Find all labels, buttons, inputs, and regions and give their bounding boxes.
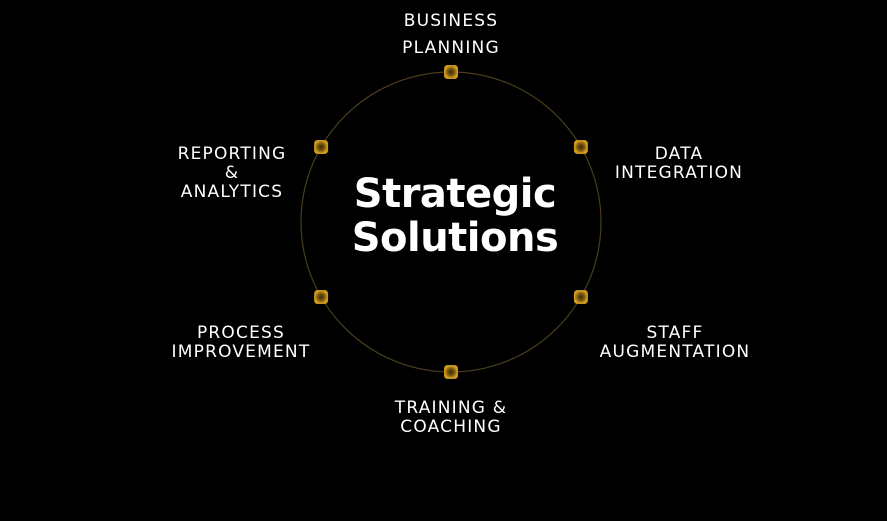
node-marker-process-improvement — [314, 290, 329, 304]
node-label-line: & — [224, 163, 240, 183]
node-label-data-integration: DATA INTEGRATION — [598, 145, 760, 183]
node-marker-training-coaching — [444, 365, 458, 379]
node-label-line: PROCESS — [196, 323, 286, 343]
node-label-line: BUSINESS — [403, 11, 499, 31]
node-marker-reporting-analytics — [314, 140, 329, 154]
node-label-reporting-analytics: REPORTING & ANALYTICS — [163, 145, 301, 202]
center-title: Strategic Solutions — [300, 172, 610, 260]
center-title-line2: Solutions — [351, 215, 559, 261]
node-label-line: IMPROVEMENT — [171, 342, 311, 362]
node-label-line: COACHING — [400, 417, 502, 437]
center-title-line1: Strategic — [353, 171, 557, 217]
node-markers — [314, 65, 588, 379]
node-label-line: REPORTING — [177, 144, 287, 164]
node-label-line: TRAINING & — [394, 398, 508, 418]
node-label-line: ANALYTICS — [180, 182, 284, 202]
node-label-training-coaching: TRAINING & COACHING — [371, 399, 531, 437]
node-label-staff-augmentation: STAFF AUGMENTATION — [580, 324, 770, 362]
node-label-line: PLANNING — [402, 38, 500, 58]
node-marker-business-planning — [444, 65, 458, 79]
node-label-line: AUGMENTATION — [599, 342, 751, 362]
node-label-line: INTEGRATION — [614, 163, 744, 183]
node-label-line: DATA — [654, 144, 704, 164]
node-marker-staff-augmentation — [573, 290, 588, 304]
node-label-business-planning: BUSINESS PLANNING — [376, 8, 526, 62]
node-label-process-improvement: PROCESS IMPROVEMENT — [146, 324, 336, 362]
node-marker-data-integration — [573, 140, 588, 154]
node-label-line: STAFF — [646, 323, 704, 343]
